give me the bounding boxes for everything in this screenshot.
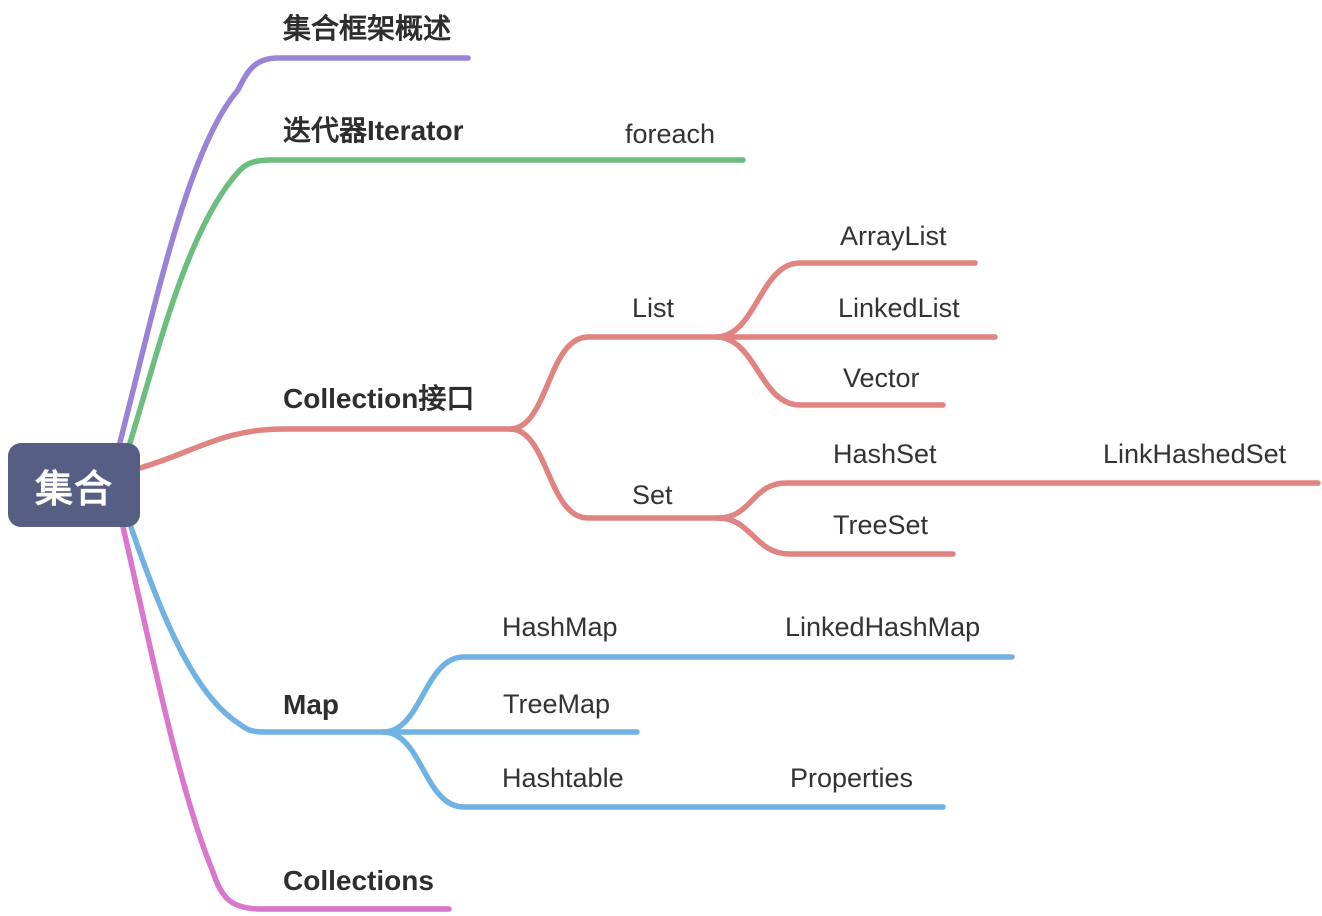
node-hashmap[interactable]: HashMap xyxy=(502,612,618,642)
branch-line-treeset xyxy=(715,515,956,557)
branch-line-iterator-foreach xyxy=(126,157,746,449)
node-collection-interface[interactable]: Collection接口 xyxy=(283,383,475,414)
branch-line-collection xyxy=(137,426,513,471)
branch-line-vector xyxy=(713,334,946,408)
node-hashtable[interactable]: Hashtable xyxy=(502,763,624,793)
branch-line-hashmap-linkedhashmap xyxy=(380,654,1015,735)
branch-line-arraylist xyxy=(713,260,978,340)
node-map[interactable]: Map xyxy=(283,689,339,720)
branch-line-hashtable-properties xyxy=(380,729,946,810)
node-overview[interactable]: 集合框架概述 xyxy=(283,13,452,44)
branch-line-hashset-linkhashedset xyxy=(715,480,1321,521)
node-hashset[interactable]: HashSet xyxy=(833,439,937,469)
branch-line-set xyxy=(507,426,721,521)
branch-line-collections xyxy=(120,524,452,912)
node-collections[interactable]: Collections xyxy=(283,865,434,896)
node-linkedhashmap[interactable]: LinkedHashMap xyxy=(785,612,981,642)
branch-line-overview xyxy=(116,55,471,449)
node-treeset[interactable]: TreeSet xyxy=(833,510,929,540)
node-iterator[interactable]: 迭代器Iterator xyxy=(283,115,464,146)
root-node-label: 集合 xyxy=(34,468,113,511)
node-linkedlist[interactable]: LinkedList xyxy=(838,293,960,323)
node-foreach[interactable]: foreach xyxy=(625,119,716,149)
node-linkhashedset[interactable]: LinkHashedSet xyxy=(1103,439,1287,469)
branch-line-map xyxy=(128,524,386,735)
node-treemap[interactable]: TreeMap xyxy=(503,689,611,719)
node-vector[interactable]: Vector xyxy=(843,363,920,393)
node-arraylist[interactable]: ArrayList xyxy=(840,221,947,251)
root-node[interactable]: 集合 xyxy=(8,443,140,527)
branch-line-list xyxy=(507,334,719,432)
node-properties[interactable]: Properties xyxy=(790,763,914,793)
node-set[interactable]: Set xyxy=(632,480,673,510)
node-list[interactable]: List xyxy=(632,293,675,323)
